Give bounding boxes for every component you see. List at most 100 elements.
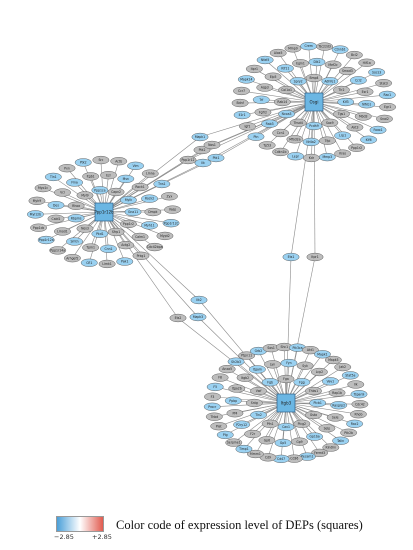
gene-label: Jak2 bbox=[338, 365, 346, 369]
gene-label: F5 bbox=[213, 385, 217, 389]
gene-label: Spry2 bbox=[294, 79, 303, 83]
gene-label: Thsd4 bbox=[292, 121, 302, 125]
osgi-node: Mapk14 bbox=[237, 75, 255, 84]
gene-label: Crem bbox=[305, 44, 313, 48]
ppp1r12b-node: Cald1 bbox=[47, 214, 65, 223]
gene-label: Mmrn1 bbox=[250, 452, 261, 456]
osgi-node: Itpr1 bbox=[245, 64, 263, 74]
gene-label: Ppp1r12a bbox=[39, 238, 54, 242]
gene-label: Smad3 bbox=[342, 69, 353, 73]
gene-label: F2r bbox=[250, 432, 256, 436]
gene-label: Actb bbox=[115, 159, 122, 163]
ppp1r12b-node: Gna11 bbox=[124, 207, 142, 217]
osgi-node: Aqp3 bbox=[256, 83, 274, 92]
ppp1r12b-node: Zyx bbox=[161, 192, 178, 201]
gene-label: Akt3 bbox=[351, 125, 358, 129]
edge bbox=[225, 402, 287, 436]
network-nodes: Kif3Tgs1Sox9Pcdh9Thsd4Ncoa3Rab14Col1a1Sp… bbox=[27, 42, 397, 464]
osgi-node: Hif1a bbox=[358, 58, 376, 67]
bridge-node: Itpr1 bbox=[306, 252, 324, 262]
ppp1r12b-node: Myo1c bbox=[34, 183, 52, 193]
gene-label: Alox5 bbox=[274, 51, 283, 55]
edge bbox=[285, 393, 360, 404]
ppp1r12b-node: Vim bbox=[127, 161, 145, 170]
itgb3-node: Ptpn11 bbox=[238, 351, 256, 360]
osgi-node: Egr1 bbox=[379, 102, 397, 112]
hub-osgi: Osgi bbox=[304, 92, 324, 112]
gene-label: Socs3 bbox=[372, 70, 381, 74]
gene-label: Ccn1 bbox=[277, 131, 285, 135]
ppp1r12b-node: Itgb1 bbox=[82, 172, 100, 181]
gene-label: Itpr1 bbox=[251, 67, 258, 71]
gene-label: Lmod1 bbox=[57, 230, 68, 234]
bridge-node: Ilk2 bbox=[190, 295, 208, 305]
edge bbox=[227, 368, 287, 404]
edge bbox=[215, 386, 287, 404]
ppp1r12b-node: Arhgef2 bbox=[63, 254, 81, 263]
gene-label: Lepr bbox=[292, 154, 300, 158]
itgb3-node: Ptk2b bbox=[340, 428, 358, 437]
gene-label: Kras bbox=[339, 152, 346, 156]
itgb3-node: Mapk1 bbox=[314, 350, 331, 359]
gene-label: Ppp1ca bbox=[94, 188, 105, 192]
gene-label: Gsta bbox=[310, 413, 317, 417]
gene-label: Akt1 bbox=[307, 348, 314, 352]
gene-label: Tln1 bbox=[49, 175, 57, 179]
edge bbox=[254, 68, 315, 103]
gene-label: Pfn1 bbox=[267, 422, 274, 426]
itgb3-node: Rap1b bbox=[328, 388, 346, 397]
gene-label: Ppp1r14a bbox=[50, 249, 65, 253]
gene-label: Cav1 bbox=[282, 425, 290, 429]
itgb3-node: Gp6 bbox=[258, 436, 276, 445]
ppp1r12b-node: Rhoa bbox=[67, 201, 85, 210]
osgi-node: Pcdh9 bbox=[305, 121, 323, 131]
gene-label: Timp1 bbox=[238, 447, 249, 451]
ppp1r12b-node: Vcl bbox=[54, 188, 71, 197]
itgb3-node: Ppbp bbox=[224, 396, 242, 405]
gene-label: Tns1 bbox=[157, 182, 165, 186]
gene-label: Fgb bbox=[267, 380, 273, 384]
itgb3-node: Sele bbox=[326, 413, 344, 422]
gene-label: Stat5a bbox=[345, 373, 355, 377]
legend-min-label: −2.85 bbox=[54, 533, 74, 541]
itgb3-node: Jak2 bbox=[334, 362, 352, 372]
osgi-node: Ppp1r2 bbox=[348, 143, 366, 152]
gene-label: Nos3 bbox=[81, 227, 89, 231]
itgb3-node: Rasgrp2 bbox=[330, 401, 348, 410]
osgi-node: Alox5 bbox=[269, 48, 287, 58]
bridge-node: Ppp1r12 bbox=[179, 155, 197, 165]
gene-label: Plcg2 bbox=[298, 422, 306, 426]
osgi-node: Klf11 bbox=[276, 64, 294, 73]
osgi-node: Lrp1 bbox=[334, 131, 352, 140]
gene-label: Egr1 bbox=[384, 105, 391, 109]
gene-label: Cald1 bbox=[52, 217, 61, 221]
gene-label: Ppp1cb bbox=[33, 226, 44, 230]
osgi-node: Tsc22d3 bbox=[316, 42, 334, 51]
gene-label: Rhoa bbox=[72, 204, 80, 208]
osgi-node: Smad3 bbox=[338, 66, 356, 76]
ppp1r12b-node: Ptk2 bbox=[74, 158, 92, 167]
osgi-node: Socs3 bbox=[368, 68, 386, 77]
gene-label: Cdc42 bbox=[355, 402, 365, 406]
osgi-node: Bmp4 bbox=[305, 73, 323, 83]
hub-itgb3: Itgb3 bbox=[276, 393, 296, 413]
gene-label: Nos1 bbox=[208, 143, 216, 147]
osgi-node: Nfat5 bbox=[256, 55, 274, 65]
gene-label: Arhgef2 bbox=[66, 256, 78, 260]
ppp1r12b-node: Cnn1 bbox=[100, 244, 117, 253]
gene-label: Lyn bbox=[270, 362, 275, 366]
gene-label: Mapk14 bbox=[240, 78, 252, 82]
gene-label: Ppp1r2 bbox=[123, 222, 134, 226]
gene-label: Snai2 bbox=[380, 117, 389, 121]
gene-label: Ppp1r12c bbox=[164, 221, 179, 225]
gene-label: Nfat5 bbox=[261, 58, 270, 62]
osgi-node: Crem bbox=[300, 42, 318, 51]
gene-label: Mmp9 bbox=[288, 46, 298, 50]
bridge-node: Nos1 bbox=[203, 140, 221, 150]
ppp1r12b-node: Prkg1 bbox=[132, 251, 150, 260]
itgb3-node: Selp bbox=[318, 424, 336, 433]
gene-label: Plat bbox=[216, 424, 223, 428]
osgi-node: Spry2 bbox=[289, 77, 307, 86]
osgi-node: Trf bbox=[252, 95, 270, 104]
gene-label: Ptpn11 bbox=[241, 354, 252, 358]
